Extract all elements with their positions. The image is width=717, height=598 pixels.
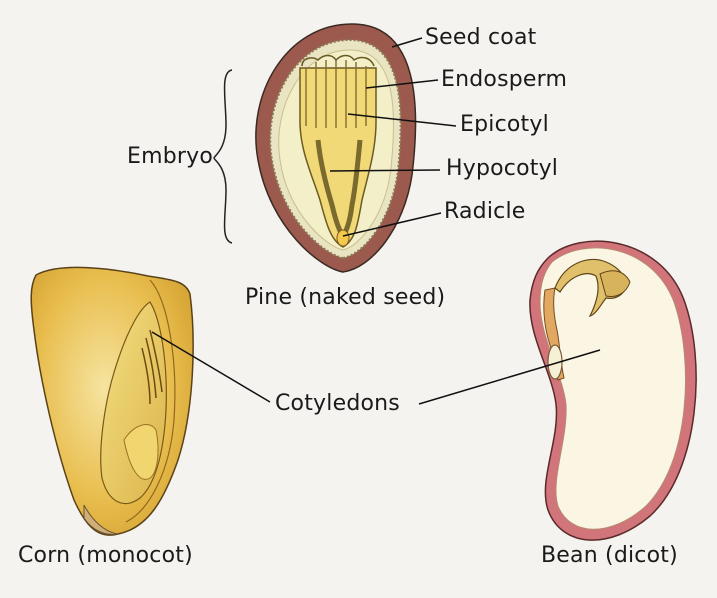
- bean-seed: [529, 240, 697, 541]
- leader-endosperm: [365, 79, 439, 89]
- bean-plumule-leaf: [599, 270, 631, 297]
- corn-plumule: [141, 329, 163, 405]
- cotyledon-leader-lines: [151, 331, 601, 405]
- embryo-bracket: [213, 69, 233, 244]
- leader-cotyledon-corn: [151, 331, 271, 403]
- corn-scutellum: [123, 424, 159, 480]
- pine-seed: [255, 23, 417, 273]
- pine-leader-lines: [329, 37, 457, 237]
- leader-cotyledon-bean: [418, 349, 601, 405]
- caption-pine: Pine (naked seed): [245, 285, 446, 310]
- label-seed-coat: Seed coat: [425, 25, 537, 50]
- label-endosperm: Endosperm: [441, 67, 568, 92]
- label-radicle: Radicle: [444, 199, 526, 224]
- bean-cotyledon: [539, 247, 687, 530]
- caption-bean: Bean (dicot): [541, 543, 678, 568]
- corn-kernel: [30, 266, 194, 536]
- leader-epicotyl: [347, 113, 457, 127]
- corn-endosperm-edge: [125, 279, 176, 523]
- leader-seed-coat: [391, 37, 423, 48]
- caption-corn: Corn (monocot): [18, 543, 193, 568]
- label-epicotyl: Epicotyl: [460, 112, 549, 137]
- leader-radicle: [342, 212, 442, 237]
- label-hypocotyl: Hypocotyl: [446, 156, 559, 181]
- corn-tip: [83, 504, 119, 535]
- leader-hypocotyl: [329, 169, 441, 172]
- label-embryo: Embryo: [127, 144, 214, 169]
- label-cotyledons: Cotyledons: [275, 391, 400, 416]
